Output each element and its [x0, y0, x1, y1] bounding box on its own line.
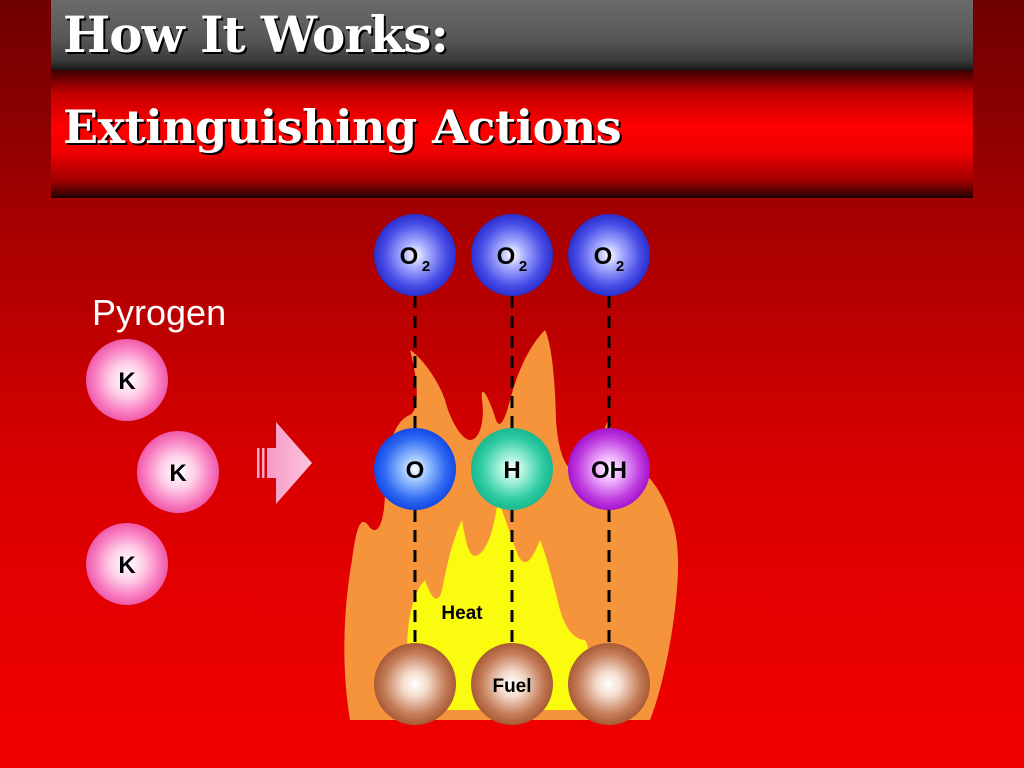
potassium-atom: K: [137, 431, 219, 513]
fuel-particle: [374, 643, 456, 725]
fuel-particle: [471, 643, 553, 725]
potassium-atom: K: [86, 339, 168, 421]
subtitle-bar: [51, 70, 973, 198]
right-arrow-icon: [257, 422, 312, 504]
radical-h: H: [471, 428, 553, 510]
radical-o-label: O: [406, 457, 425, 484]
radical-oh: OH: [568, 428, 650, 510]
oxygen-molecule: O 2: [471, 214, 553, 296]
page-subtitle: Extinguishing Actions: [63, 100, 622, 154]
potassium-label: K: [169, 460, 187, 487]
oxygen-subscript: 2: [616, 258, 624, 275]
fuel-particle: [568, 643, 650, 725]
page-title: How It Works:: [63, 5, 449, 64]
oxygen-subscript: 2: [519, 258, 527, 275]
oxygen-symbol: O: [497, 243, 516, 270]
title-bar: [51, 0, 973, 70]
oxygen-molecule: O 2: [374, 214, 456, 296]
oxygen-symbol: O: [594, 243, 613, 270]
radical-h-label: H: [503, 457, 520, 484]
flame-inner: [407, 500, 590, 710]
oxygen-molecule: O 2: [568, 214, 650, 296]
radical-o: O: [374, 428, 456, 510]
bond-lines: [413, 296, 611, 644]
potassium-label: K: [118, 368, 136, 395]
heat-label: Heat: [441, 603, 483, 624]
fuel-label: Fuel: [492, 676, 531, 697]
potassium-atom: K: [86, 523, 168, 605]
oxygen-subscript: 2: [422, 258, 430, 275]
potassium-label: K: [118, 552, 136, 579]
pyrogen-label: Pyrogen: [92, 292, 227, 333]
oxygen-symbol: O: [400, 243, 419, 270]
radical-oh-label: OH: [591, 457, 627, 484]
